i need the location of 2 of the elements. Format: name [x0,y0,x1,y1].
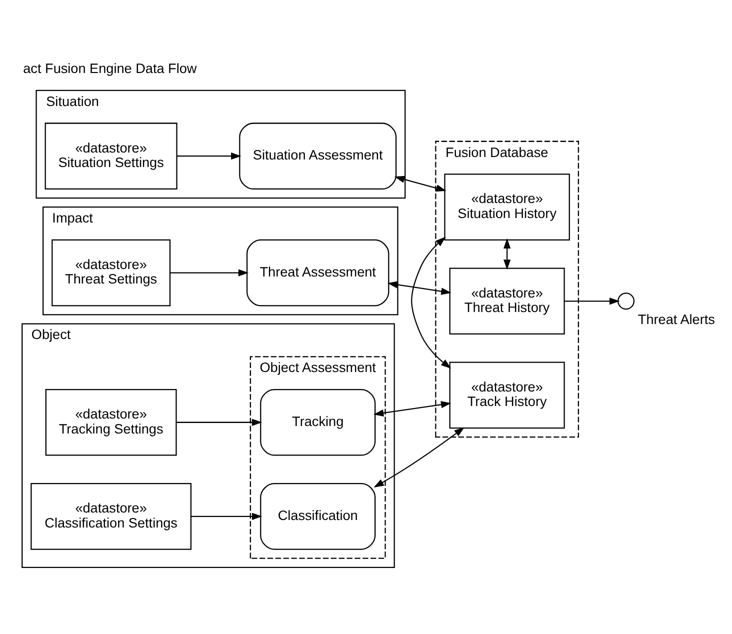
diagram-title: act Fusion Engine Data Flow [23,60,197,76]
node-label: Threat Alerts [638,312,715,327]
